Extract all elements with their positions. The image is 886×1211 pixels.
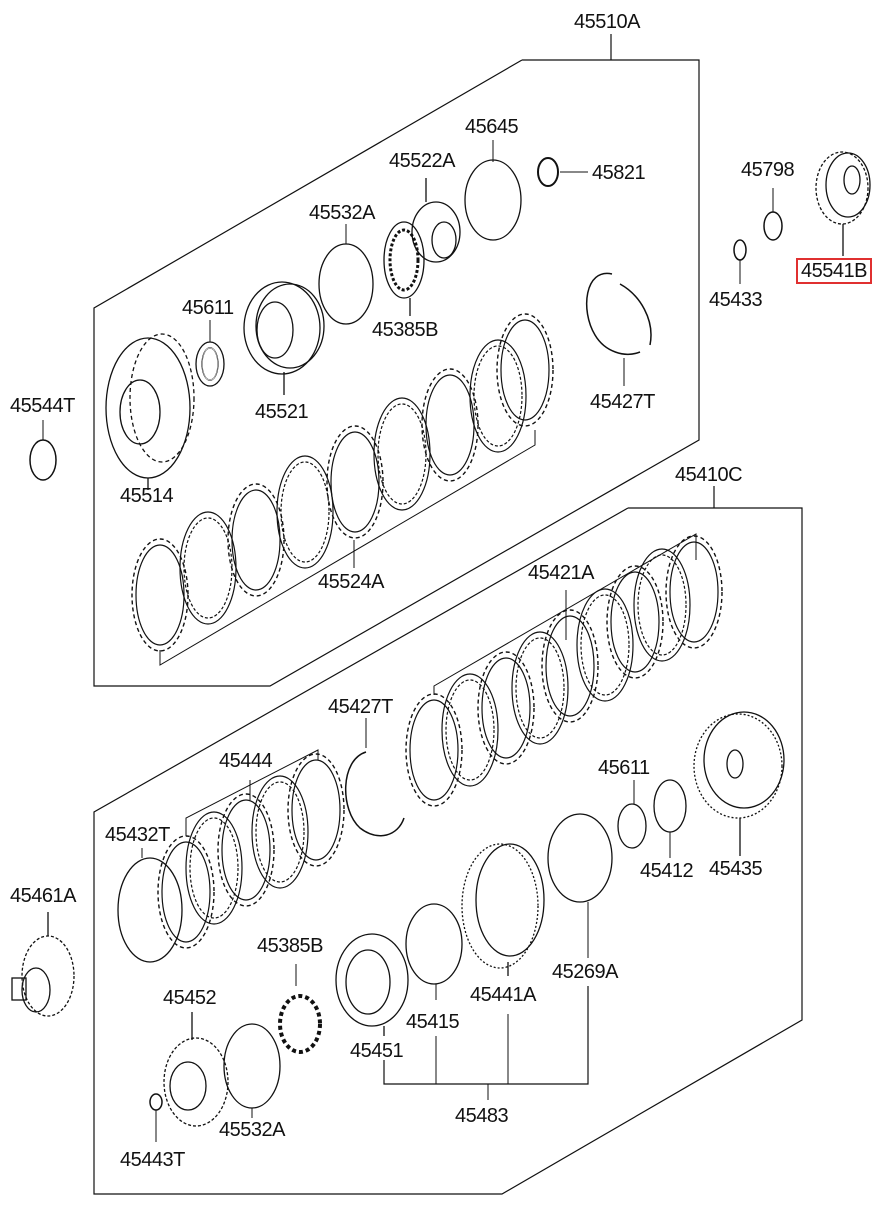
label-45451[interactable]: 45451 (350, 1040, 404, 1062)
clutch-pack-45524A (131, 313, 554, 666)
component-45541B (815, 151, 871, 256)
label-45461A[interactable]: 45461A (10, 885, 76, 907)
component-45385B-low (278, 964, 322, 1054)
component-45821 (537, 157, 559, 187)
component-45427T-top (585, 272, 641, 356)
label-45415[interactable]: 45415 (406, 1011, 460, 1033)
group-frame-45410C (93, 486, 803, 1195)
label-45521[interactable]: 45521 (255, 401, 309, 423)
component-45441A (461, 843, 545, 976)
label-45541B-highlighted[interactable]: 45541B (796, 258, 872, 284)
label-45385B-low[interactable]: 45385B (257, 935, 323, 957)
component-45521 (243, 281, 325, 395)
label-45510A[interactable]: 45510A (574, 11, 640, 33)
component-45412 (653, 779, 687, 833)
label-45524A[interactable]: 45524A (318, 571, 384, 593)
label-45544T[interactable]: 45544T (10, 395, 75, 417)
label-45432T[interactable]: 45432T (105, 824, 170, 846)
label-45433[interactable]: 45433 (709, 289, 763, 311)
component-45532A-low (223, 1023, 281, 1109)
component-45415 (405, 903, 463, 985)
label-45798[interactable]: 45798 (741, 159, 795, 181)
label-45532A-low[interactable]: 45532A (219, 1119, 285, 1141)
label-45427T-top[interactable]: 45427T (590, 391, 655, 413)
component-45611-low (617, 803, 647, 849)
label-45532A-top[interactable]: 45532A (309, 202, 375, 224)
label-45269A[interactable]: 45269A (552, 961, 618, 983)
component-45514 (105, 333, 195, 490)
label-45410C[interactable]: 45410C (675, 464, 743, 486)
component-45385B-top (383, 221, 425, 316)
component-45451 (335, 933, 409, 1036)
component-45645 (464, 159, 522, 241)
component-45611-top (201, 347, 219, 381)
clutch-pack-45421A (405, 533, 723, 807)
component-45544T (29, 439, 57, 481)
component-45432T (117, 857, 183, 963)
group-bracket-45483 (383, 986, 589, 1085)
label-45522A[interactable]: 45522A (389, 150, 455, 172)
component-45532A-top (318, 243, 374, 325)
component-45435 (693, 711, 785, 856)
label-45514[interactable]: 45514 (120, 485, 174, 507)
component-45269A (547, 813, 613, 903)
label-45385B-top[interactable]: 45385B (372, 319, 438, 341)
label-45444[interactable]: 45444 (219, 750, 273, 772)
component-45798 (763, 211, 783, 241)
label-45611-low[interactable]: 45611 (598, 757, 650, 779)
label-45412[interactable]: 45412 (640, 860, 694, 882)
label-45821[interactable]: 45821 (592, 162, 646, 184)
component-45461A (11, 912, 75, 1017)
label-45427T-mid[interactable]: 45427T (328, 696, 393, 718)
component-45433 (733, 239, 747, 261)
label-45611-top[interactable]: 45611 (182, 297, 234, 319)
component-45522A (411, 178, 461, 263)
clutch-pack-45444 (157, 749, 345, 949)
label-45483[interactable]: 45483 (455, 1105, 509, 1127)
label-45452[interactable]: 45452 (163, 987, 217, 1009)
component-45443T (149, 1093, 163, 1111)
component-45452 (163, 1012, 229, 1127)
component-45427T-mid (344, 751, 405, 837)
label-45435[interactable]: 45435 (709, 858, 763, 880)
group-frame-45510A (93, 34, 700, 687)
label-45421A[interactable]: 45421A (528, 562, 594, 584)
label-45645[interactable]: 45645 (465, 116, 519, 138)
label-45443T[interactable]: 45443T (120, 1149, 185, 1171)
label-45441A[interactable]: 45441A (470, 984, 536, 1006)
